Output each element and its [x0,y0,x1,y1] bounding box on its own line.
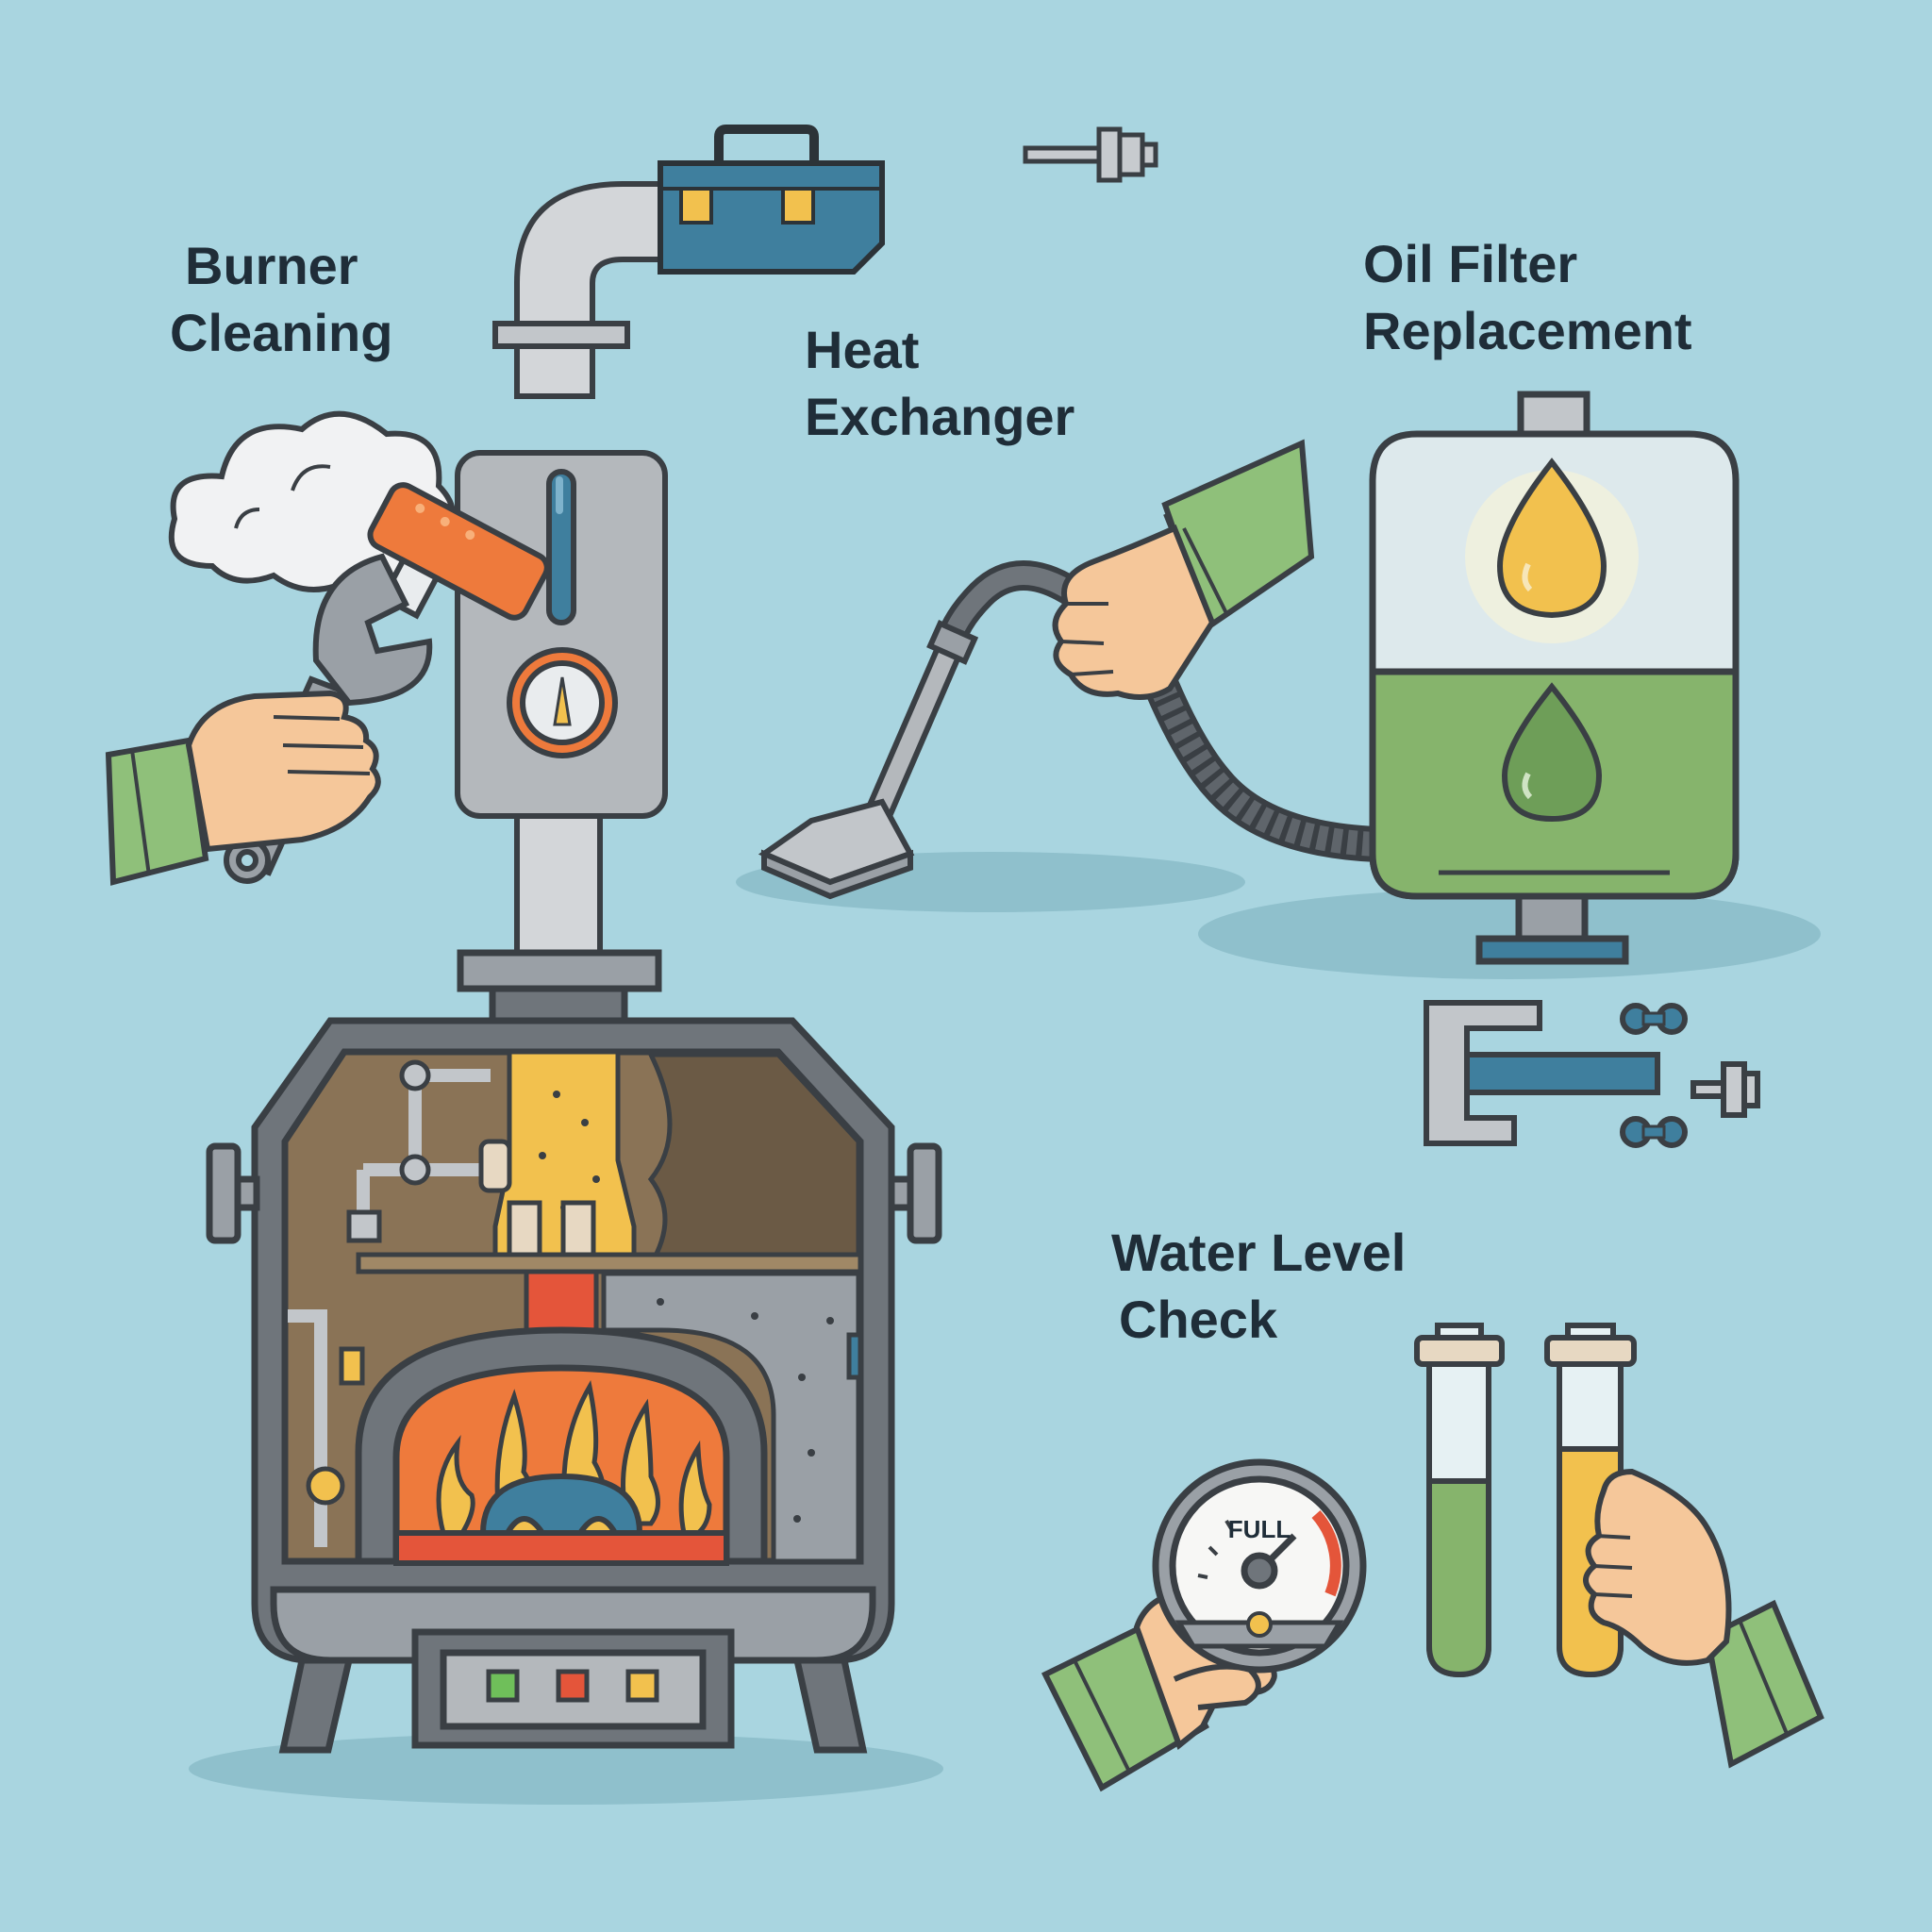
valve-fittings [1424,1000,1760,1148]
gauge-full-label: FULL [1228,1515,1291,1543]
fitting-icon [1023,126,1158,183]
heat-exchanger-label-line1: Heat [805,320,920,379]
test-tube-icon [1414,1323,1505,1678]
hand-with-wrench [105,690,381,886]
status-light-yellow [625,1669,659,1703]
control-panel-lights [486,1669,659,1703]
boiler-base [270,1586,876,1754]
hand-with-gauge-fingers [1173,1663,1261,1710]
burner-cleaning-label-line1: Burner [185,236,358,295]
oil-filter-label-line2: Replacement [1363,301,1692,360]
pressure-gauge-icon [1152,1458,1367,1674]
water-drop-icon [1501,682,1603,823]
tank-shadow [1198,889,1821,979]
oil-drop-icon [1465,458,1639,643]
hand-with-tube [1583,1468,1824,1769]
boiler-shadow [189,1733,943,1805]
heat-exchanger-unit [455,450,668,819]
boiler-interior [288,1049,863,1564]
burner-head [393,1473,729,1566]
burner-cleaning-label-line2: Cleaning [170,303,393,362]
vacuum-cleaner-icon [758,560,1378,900]
status-light-green [486,1669,520,1703]
burner-brush [367,482,550,621]
toolbox-icon [658,125,885,275]
heat-exchanger-label-line2: Exchanger [805,387,1075,446]
status-light-red [556,1669,590,1703]
water-level-label-line2: Check [1119,1290,1278,1349]
water-level-label-line1: Water Level [1111,1223,1407,1282]
hand-with-vacuum [1052,439,1315,700]
oil-filter-label-line1: Oil Filter [1363,234,1578,293]
flue-pipe [492,181,682,956]
